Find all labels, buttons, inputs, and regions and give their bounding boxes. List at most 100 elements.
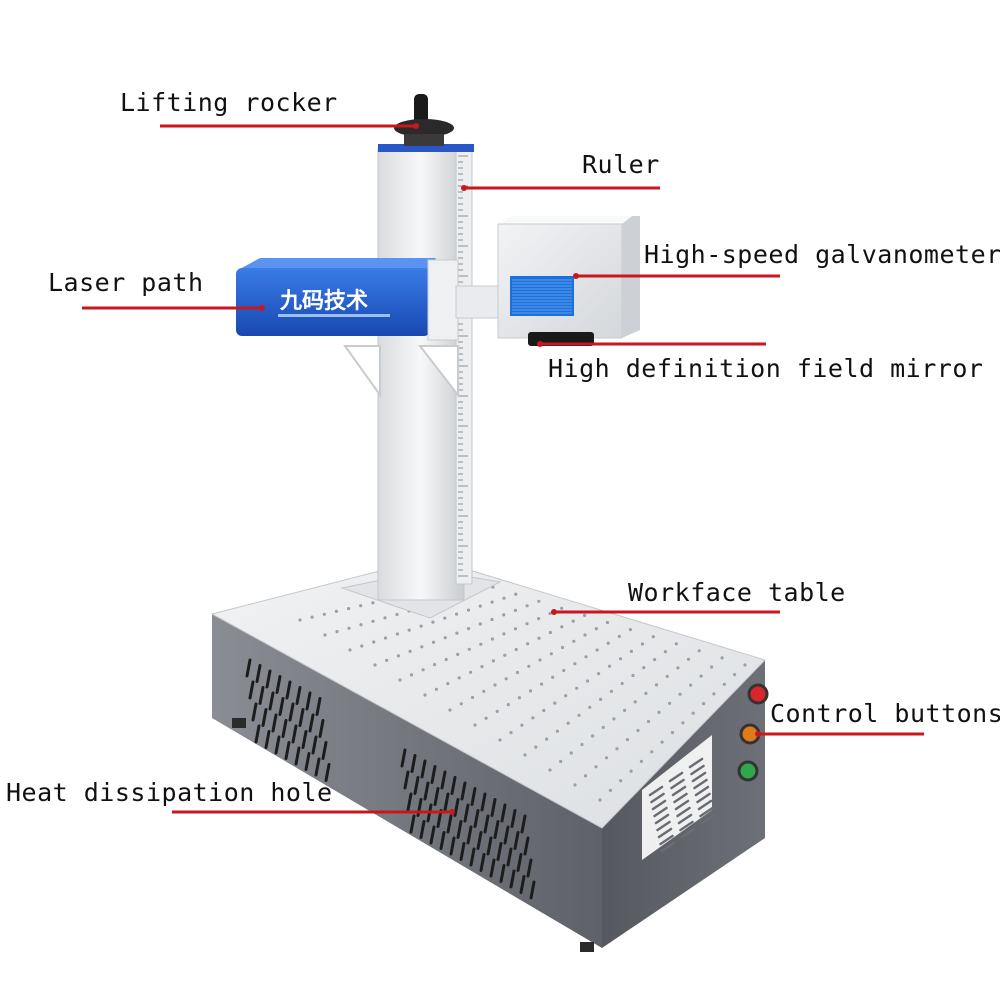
vent-slot (529, 880, 536, 900)
table-hole (697, 649, 701, 653)
vent-slot (476, 831, 483, 850)
table-hole (490, 637, 494, 641)
table-hole (455, 612, 459, 616)
table-hole (502, 613, 506, 617)
table-hole (599, 697, 603, 702)
table-hole (601, 725, 605, 730)
table-hole (385, 658, 389, 663)
table-hole (431, 640, 436, 644)
vent-slot (439, 831, 446, 850)
vent-slot (251, 702, 258, 722)
control-button-green[interactable] (737, 760, 759, 782)
table-hole (502, 632, 506, 636)
table-hole (322, 612, 326, 616)
table-hole (668, 701, 672, 705)
vent-slot (409, 814, 416, 834)
support-bracket-right (417, 345, 459, 398)
vent-slot (298, 708, 305, 727)
support-bracket-left (343, 345, 381, 399)
table-hole (398, 678, 402, 682)
rocker-handle[interactable] (414, 94, 428, 124)
table-hole (580, 742, 584, 747)
vent-slot (278, 697, 285, 716)
table-hole (612, 717, 616, 721)
table-hole (548, 630, 553, 635)
table-hole (604, 756, 609, 760)
vent-slot (443, 792, 450, 812)
table-hole (625, 738, 630, 742)
lifting-rocker[interactable] (394, 94, 454, 146)
table-hole (372, 640, 376, 644)
table-hole (545, 737, 549, 741)
vent-slot (480, 792, 487, 812)
side-vent-slot (688, 757, 704, 769)
table-hole (538, 658, 542, 662)
control-button-red[interactable] (747, 683, 769, 705)
table-hole (396, 654, 400, 658)
table-hole (712, 692, 716, 696)
label-workface-table: Workface table (628, 578, 846, 607)
table-hole (609, 689, 614, 694)
table-hole (495, 709, 499, 714)
vent-slot (483, 814, 490, 834)
galvo-panel-lines (512, 279, 572, 314)
foot-right (580, 942, 594, 952)
vent-slot (255, 664, 262, 683)
table-hole (548, 611, 552, 616)
table-hole (699, 674, 703, 678)
table-hole (455, 631, 459, 635)
table-hole (421, 668, 425, 672)
vent-slot (520, 814, 527, 834)
side-vent-slot (648, 785, 664, 797)
table-hole (743, 663, 747, 667)
leader-dot-heat-dissipation (449, 809, 455, 815)
table-hole (523, 753, 527, 757)
table-hole (691, 711, 695, 715)
foot-left (232, 718, 246, 728)
side-vent-slot (699, 806, 714, 818)
vent-slot (526, 858, 533, 878)
leader-dot-field-mirror (537, 341, 543, 347)
side-vent-slot (659, 834, 674, 846)
table-hole (520, 723, 524, 727)
table-hole (623, 708, 627, 713)
vent-slot (324, 763, 331, 782)
table-hole (478, 622, 482, 626)
table-hole (594, 627, 598, 631)
vent-slot (413, 776, 420, 795)
vent-slot (295, 686, 302, 705)
label-field-mirror: High definition field mirror (548, 354, 984, 383)
label-ruler: Ruler (582, 150, 660, 179)
vent-slot (446, 814, 453, 834)
vent-slot (433, 787, 440, 806)
table-hole (498, 738, 502, 742)
label-laser-path: Laser path (48, 268, 204, 297)
table-hole (555, 729, 560, 733)
side-vent-slot (673, 792, 688, 804)
table-hole (575, 686, 579, 690)
table-hole (646, 719, 651, 724)
table-hole (348, 648, 352, 652)
vent-slot (288, 702, 295, 722)
table-hole (564, 694, 568, 698)
table-hole (560, 606, 564, 610)
table-hole (583, 613, 587, 618)
table-hole (469, 670, 473, 674)
table-hole (619, 779, 623, 783)
leader-dot-control-buttons (755, 731, 761, 737)
table-hole (515, 670, 520, 675)
table-hole (594, 765, 598, 769)
side-vent-slot (680, 827, 696, 839)
table-hole (586, 679, 590, 683)
table-hole (480, 665, 484, 669)
table-hole (360, 644, 364, 648)
table-hole (457, 676, 461, 680)
table-hole (347, 626, 351, 630)
table-hole (710, 665, 714, 669)
table-hole (651, 635, 655, 639)
rocker-wheel[interactable] (394, 119, 454, 137)
table-hole (629, 769, 633, 773)
table-hole (490, 600, 494, 604)
